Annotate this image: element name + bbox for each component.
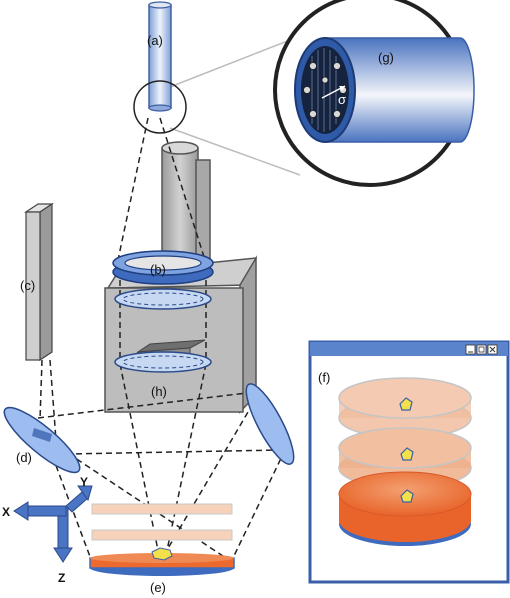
label-g: (g) <box>378 50 394 65</box>
label-f: (f) <box>318 370 330 385</box>
axis-label-z: Z <box>58 571 65 585</box>
label-d: (d) <box>16 450 32 465</box>
svg-text:σ: σ <box>338 92 346 107</box>
left-mirror <box>3 406 81 474</box>
internal-lenses <box>114 288 212 373</box>
fiber-tip-magnify-circle <box>133 80 187 134</box>
optical-fiber <box>148 1 172 112</box>
tube-housing <box>161 141 211 284</box>
window-controls <box>465 344 498 355</box>
inset-sample-layers <box>338 377 472 546</box>
axis-label-y: Y <box>80 475 88 489</box>
label-b: (b) <box>150 262 166 277</box>
label-a: (a) <box>147 33 163 48</box>
label-h: (h) <box>151 384 167 399</box>
fiber-bundle-zoom: σ <box>273 0 475 187</box>
right-mirror <box>245 383 295 465</box>
label-c: (c) <box>20 278 35 293</box>
coordinate-axes <box>13 485 93 563</box>
lens-ring <box>112 250 214 285</box>
minimize-button[interactable] <box>465 344 476 355</box>
light-source-bar <box>24 202 54 362</box>
label-e: (e) <box>150 580 166 595</box>
maximize-button[interactable] <box>476 344 487 355</box>
axis-label-x: X <box>2 505 10 519</box>
zoom-guide-lines <box>169 39 301 176</box>
sample-stack <box>89 503 235 576</box>
